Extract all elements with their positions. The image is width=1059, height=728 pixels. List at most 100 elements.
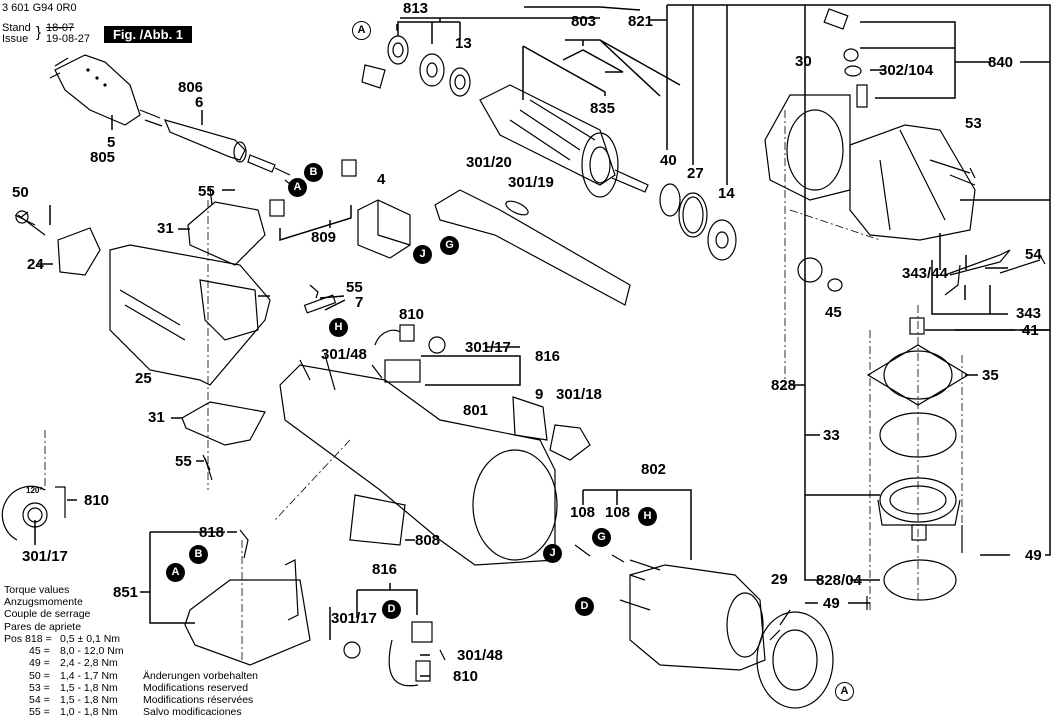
switch-base-part <box>184 529 311 666</box>
part-label-301-20: 301/20 <box>466 154 512 171</box>
cord-sleeve-part <box>163 119 296 189</box>
screws-right <box>929 159 1046 274</box>
brace: } <box>36 24 42 41</box>
brush-lower-part <box>343 621 446 687</box>
part-label-14: 14 <box>718 185 735 202</box>
gear-housing-part <box>823 8 976 241</box>
part-label-45: 45 <box>825 304 842 321</box>
part-label-41: 41 <box>1022 322 1039 339</box>
part-label-9: 9 <box>535 386 544 403</box>
connection-marker-a-top: A <box>352 21 371 40</box>
connection-marker-g-stator: G <box>592 528 611 547</box>
torque-pos: 49 = <box>29 657 50 669</box>
connection-marker-d-stator: D <box>575 597 594 616</box>
part-label-805: 805 <box>90 149 116 166</box>
motor-housing-part <box>279 284 558 566</box>
part-label-828: 828 <box>771 377 797 394</box>
part-label-29: 29 <box>771 571 788 588</box>
part-label-55-bottom: 55 <box>175 453 192 470</box>
part-label-13: 13 <box>455 35 472 52</box>
part-label-343: 343 <box>1016 305 1042 322</box>
issue-label: Issue <box>2 33 29 45</box>
switch-cover-top-part <box>187 201 266 266</box>
fan-cover-part <box>764 94 851 201</box>
torque-value: 2,4 - 2,8 Nm <box>60 657 118 669</box>
part-label-801: 801 <box>463 402 489 419</box>
part-label-108-b: 108 <box>605 504 631 521</box>
torque-pos: 53 = <box>29 682 50 694</box>
connection-marker-b-base: B <box>189 545 208 564</box>
connection-marker-h-brush: H <box>329 318 348 337</box>
ring-parts <box>659 183 737 261</box>
part-label-301-48-mid: 301/48 <box>321 346 367 363</box>
connection-marker-a-fan: A <box>835 682 854 701</box>
torque-title-de: Anzugsmomente <box>4 596 83 608</box>
part-label-27: 27 <box>687 165 704 182</box>
connection-marker-j-housing: J <box>543 544 562 563</box>
label-plates <box>349 396 591 546</box>
connection-marker-a-base: A <box>166 563 185 582</box>
part-label-49-right: 49 <box>1025 547 1042 564</box>
part-label-31-top: 31 <box>157 220 174 237</box>
part-label-851: 851 <box>113 584 139 601</box>
power-plug-part <box>49 54 163 127</box>
part-label-55-top: 55 <box>198 183 215 200</box>
part-label-343-44: 343/44 <box>902 265 948 282</box>
armature-part <box>479 84 649 198</box>
torque-value: 1,5 - 1,8 Nm <box>60 694 118 706</box>
part-label-803: 803 <box>571 13 597 30</box>
part-label-810-left: 810 <box>84 492 110 509</box>
part-label-816-bottom: 816 <box>372 561 398 578</box>
modifications-fr: Modifications réservées <box>143 694 254 706</box>
torque-title-fr: Couple de serrage <box>4 608 91 620</box>
part-label-301-19: 301/19 <box>508 174 554 191</box>
part-label-25: 25 <box>135 370 152 387</box>
part-label-5: 5 <box>107 134 116 151</box>
modifications-de: Änderungen vorbehalten <box>143 670 259 682</box>
torque-value: 8,0 - 12,0 Nm <box>60 645 124 657</box>
modifications-es: Salvo modificaciones <box>143 706 242 718</box>
part-label-840: 840 <box>988 54 1014 71</box>
torque-pos: 54 = <box>29 694 50 706</box>
part-label-301-18: 301/18 <box>556 386 602 403</box>
part-label-4: 4 <box>377 171 386 188</box>
modifications-en: Modifications reserved <box>143 682 249 694</box>
torque-pos: 55 = <box>29 706 50 718</box>
switch-part <box>357 199 411 259</box>
spring-part <box>1 485 66 541</box>
part-label-816-mid: 816 <box>535 348 561 365</box>
pinion-part <box>797 257 843 292</box>
part-label-301-48-bottom: 301/48 <box>457 647 503 664</box>
document-number: 3 601 G94 0R0 <box>2 2 77 14</box>
gear-assembly-part <box>866 477 963 610</box>
connection-marker-j-switch: J <box>413 245 432 264</box>
part-label-302-104: 302/104 <box>879 62 934 79</box>
part-label-802: 802 <box>641 461 667 478</box>
part-label-7: 7 <box>355 294 364 311</box>
part-label-301-17-mid: 301/17 <box>465 339 511 356</box>
part-label-108-a: 108 <box>570 504 596 521</box>
torque-value: 1,4 - 1,7 Nm <box>60 670 118 682</box>
part-label-55-mid: 55 <box>346 279 363 296</box>
part-label-53: 53 <box>965 115 982 132</box>
part-label-810-bottom: 810 <box>453 668 479 685</box>
connection-marker-h-stator: H <box>638 507 657 526</box>
torque-title-en: Torque values <box>4 584 70 596</box>
torque-pos: 50 = <box>29 670 50 682</box>
spindle-lock-part <box>909 249 1011 335</box>
switch-slide-bar-part <box>434 189 631 306</box>
torque-pos: Pos 818 = <box>4 633 52 645</box>
fan-baffle-part <box>756 609 834 709</box>
part-label-810-mid: 810 <box>399 306 425 323</box>
brush-parts-809 <box>269 159 357 217</box>
connection-marker-g-switch: G <box>440 236 459 255</box>
part-label-40: 40 <box>660 152 677 169</box>
part-label-806: 806 <box>178 79 204 96</box>
old-date: 18-07 <box>46 22 75 34</box>
axis-lines <box>44 110 963 660</box>
part-label-50: 50 <box>12 184 29 201</box>
torque-value: 1,0 - 1,8 Nm <box>60 706 118 718</box>
part-label-821: 821 <box>628 13 654 30</box>
part-label-33: 33 <box>823 427 840 444</box>
connection-marker-b-cord: B <box>304 163 323 182</box>
